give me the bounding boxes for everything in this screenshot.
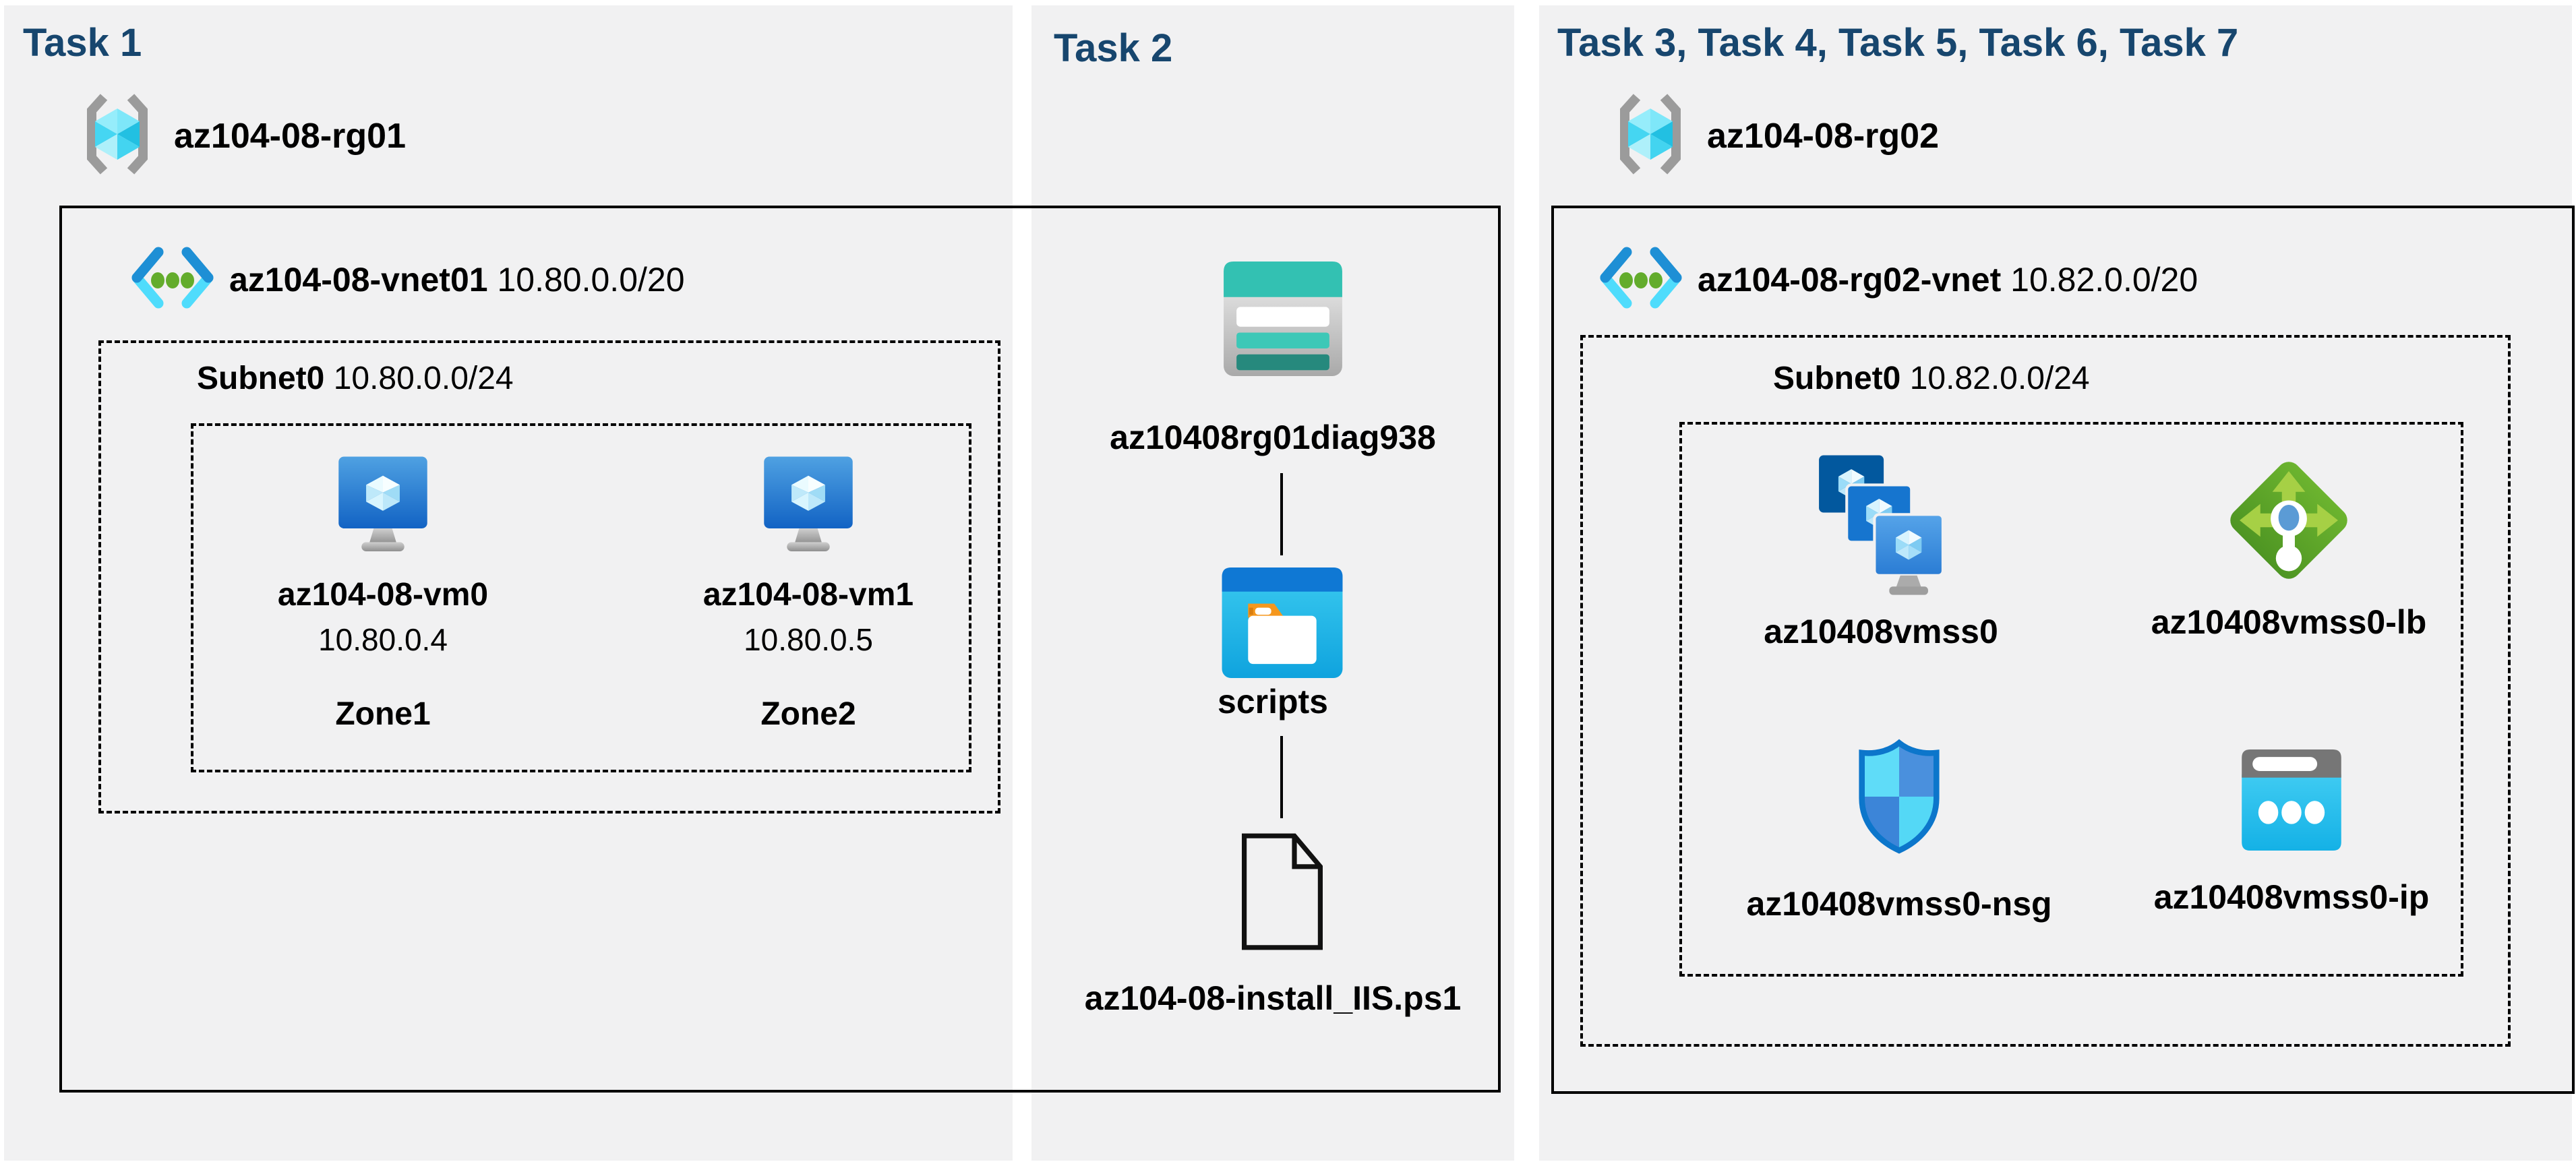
vm0-ip: 10.80.0.4 — [318, 622, 448, 657]
public-ip-name: az10408vmss0-ip — [2153, 878, 2430, 916]
task1-vm-zone-box — [191, 423, 971, 772]
storage-account-name: az10408rg01diag938 — [1110, 419, 1436, 456]
virtual-network-icon — [1600, 247, 1682, 309]
container-name: scripts — [1218, 683, 1328, 720]
task1-subnet-label: Subnet0 10.80.0.0/24 — [197, 360, 514, 397]
task1-title: Task 1 — [23, 21, 142, 65]
rg01-name: az104-08-rg01 — [174, 117, 406, 156]
resource-group-icon — [87, 94, 148, 175]
lb-name: az10408vmss0-lb — [2151, 603, 2427, 641]
vnet2-cidr: 10.82.0.0/20 — [2010, 261, 2198, 299]
vnet2-label: az104-08-rg02-vnet 10.82.0.0/20 — [1698, 260, 2198, 299]
public-ip-icon — [2242, 749, 2341, 851]
nsg-name: az10408vmss0-nsg — [1746, 885, 2052, 923]
blob-container-icon — [1222, 567, 1343, 678]
nsg-group: az10408vmss0-nsg — [1746, 739, 2052, 923]
task2-title: Task 2 — [1054, 26, 1173, 70]
vm0-group: az104-08-vm0 10.80.0.4 Zone1 — [262, 455, 504, 733]
vmss-group: az10408vmss0 — [1739, 452, 2023, 651]
public-ip-group: az10408vmss0-ip — [2150, 749, 2433, 917]
virtual-machine-icon — [338, 456, 427, 551]
task1-subnet0-box — [98, 340, 1000, 814]
task3-panel — [1539, 5, 2572, 1161]
vm0-name: az104-08-vm0 — [277, 577, 489, 613]
vmss-name: az10408vmss0 — [1764, 613, 1998, 650]
storage-account-icon — [1224, 262, 1342, 376]
task3-subnet-cidr: 10.82.0.0/24 — [1909, 361, 2090, 396]
task1-subnet-name: Subnet0 — [197, 361, 325, 396]
rg02-name: az104-08-rg02 — [1707, 117, 1939, 156]
connector-storage-to-container — [1280, 473, 1283, 555]
rg02-vnet-boundary-box — [1551, 206, 2575, 1094]
vnet1-label: az104-08-vnet01 10.80.0.0/20 — [229, 260, 685, 299]
vnet2-name: az104-08-rg02-vnet — [1698, 261, 2002, 299]
vnet1-name: az104-08-vnet01 — [229, 261, 488, 299]
task3-subnet-name: Subnet0 — [1773, 361, 1901, 396]
vm1-name: az104-08-vm1 — [702, 577, 914, 613]
task1-subnet-cidr: 10.80.0.0/24 — [333, 361, 514, 396]
load-balancer-icon — [2230, 462, 2347, 579]
task3-subnet-label: Subnet0 10.82.0.0/24 — [1773, 360, 2090, 397]
connector-container-to-file — [1280, 736, 1283, 818]
script-file-name: az104-08-install_IIS.ps1 — [1084, 979, 1462, 1017]
resource-group-icon — [1620, 94, 1681, 175]
task3-resources-box — [1679, 422, 2463, 977]
virtual-machine-icon — [764, 456, 853, 551]
virtual-network-icon — [131, 247, 214, 309]
vnet1-cidr: 10.80.0.0/20 — [497, 261, 685, 299]
rg01-vnet-boundary-box — [59, 206, 1501, 1093]
vm1-ip: 10.80.0.5 — [744, 622, 873, 657]
lb-group: az10408vmss0-lb — [2147, 456, 2430, 642]
task1-panel — [4, 5, 1013, 1161]
vm0-zone: Zone1 — [335, 696, 431, 732]
script-file-icon — [1242, 833, 1323, 950]
task3-subnet0-box — [1580, 335, 2511, 1047]
vm1-group: az104-08-vm1 10.80.0.5 Zone2 — [687, 455, 930, 733]
vmss-icon — [1819, 455, 1944, 595]
network-security-group-icon — [1859, 739, 1940, 854]
vm1-zone: Zone2 — [760, 696, 856, 732]
task3-title: Task 3, Task 4, Task 5, Task 6, Task 7 — [1557, 21, 2239, 65]
